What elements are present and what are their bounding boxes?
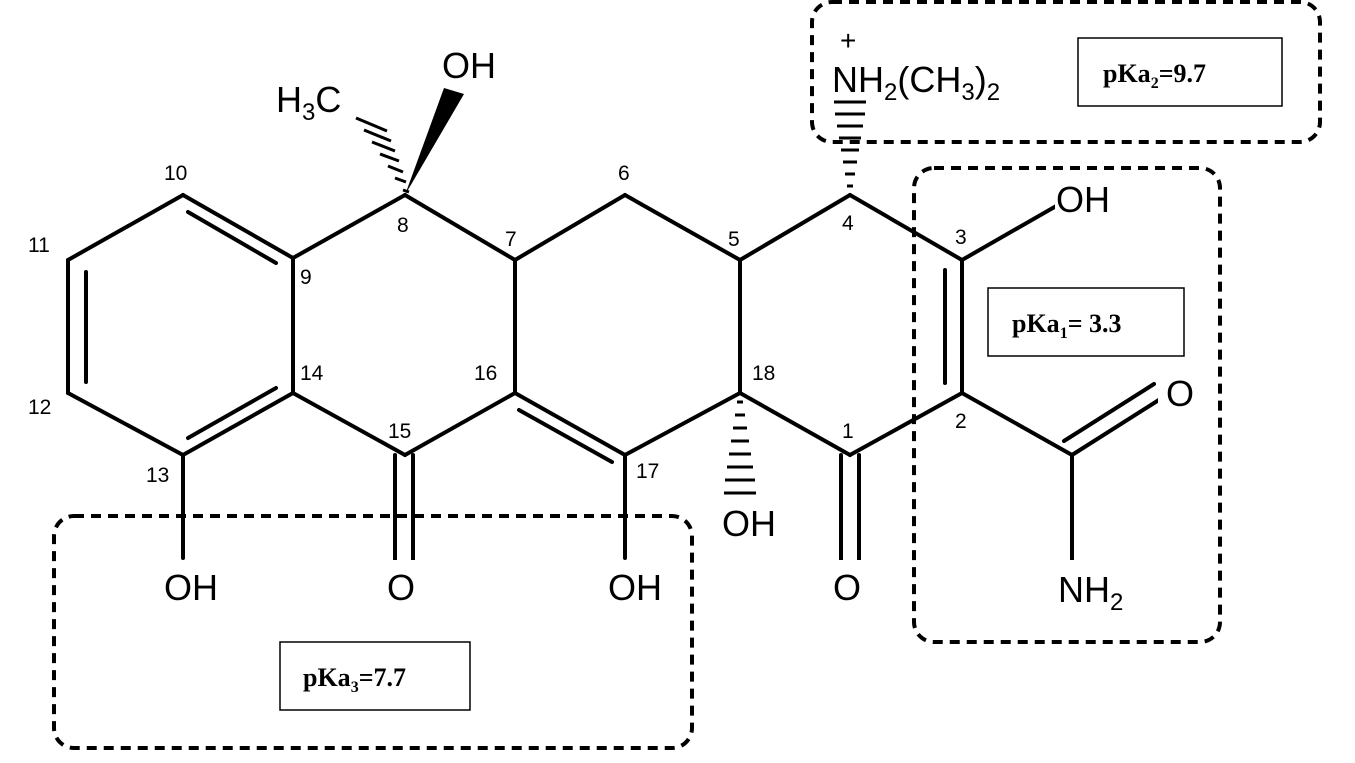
svg-text:pKa2=9.7: pKa2=9.7 [1103, 59, 1206, 92]
atom-number-8: 8 [397, 214, 409, 237]
hydroxyl-c18-label: OH [722, 503, 776, 544]
amide-nh2-label: NH2 [1058, 569, 1123, 616]
svg-text:pKa3=7.7: pKa3=7.7 [303, 663, 406, 696]
hash-bond-c18-oh [724, 400, 756, 495]
atom-number-1: 1 [842, 420, 854, 443]
hydroxyl-c13-label: OH [164, 567, 218, 608]
zone-phenolic-diketone [52, 514, 694, 750]
charge-plus-label: + [840, 25, 856, 56]
hydroxyl-c8-label: OH [442, 45, 496, 86]
amide-oxygen-label: O [1166, 373, 1194, 414]
atom-number-7: 7 [505, 228, 517, 251]
dimethylammonium-label: NH2(CH3)2 [832, 59, 1000, 106]
zone-tricarbonyl [912, 166, 1222, 644]
pka2-box: pKa2=9.7 [1077, 37, 1283, 107]
hydroxyl-c3-label: OH [1056, 179, 1110, 220]
wedge-bond-c8-oh [405, 88, 464, 195]
atom-number-10: 10 [164, 162, 187, 185]
hash-bond-c8-methyl [355, 116, 410, 194]
methyl-label: H3C [276, 79, 341, 126]
carbon-numbering: 1 2 3 4 5 6 7 8 9 10 11 12 13 14 15 16 1… [28, 162, 967, 487]
atom-number-9: 9 [300, 266, 312, 289]
atom-number-16: 16 [474, 362, 497, 385]
atom-number-15: 15 [388, 420, 411, 443]
atom-number-4: 4 [842, 212, 854, 235]
ketone-c15-oxygen-label: O [387, 567, 415, 608]
atom-number-17: 17 [636, 460, 659, 483]
atom-number-5: 5 [728, 228, 740, 251]
atom-number-11: 11 [28, 234, 50, 257]
atom-number-14: 14 [300, 362, 324, 385]
pka3-box: pKa3=7.7 [279, 641, 471, 711]
bond-skeleton [66, 193, 1164, 562]
atom-number-13: 13 [146, 464, 169, 487]
hash-bond-c4-nitrogen [834, 100, 866, 188]
zone-dimethylamino [810, 0, 1322, 144]
atom-number-2: 2 [955, 410, 967, 433]
ketone-c1-oxygen-label: O [833, 567, 861, 608]
hydroxyl-c17-label: OH [608, 567, 662, 608]
pka1-box: pKa1= 3.3 [987, 287, 1185, 357]
atom-number-6: 6 [618, 162, 630, 185]
svg-text:pKa1= 3.3: pKa1= 3.3 [1012, 309, 1122, 342]
atom-number-12: 12 [28, 396, 51, 419]
atom-number-18: 18 [752, 362, 775, 385]
atom-number-3: 3 [955, 226, 967, 249]
